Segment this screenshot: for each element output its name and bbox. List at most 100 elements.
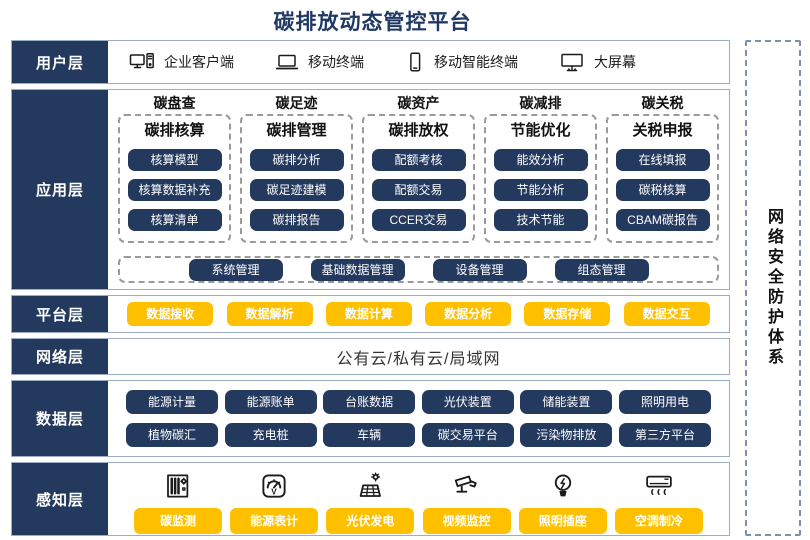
sense-item-energy-meter: V 能源表计 xyxy=(230,465,319,534)
sense-item-cctv: 视频监控 xyxy=(422,465,511,534)
group-header: 碳资产 xyxy=(397,95,440,111)
app-groups: 碳盘查 碳排核算 核算模型 核算数据补充 核算清单 碳足迹 碳排管理 碳排分析 … xyxy=(118,94,719,243)
sense-chip: 空调制冷 xyxy=(614,507,703,534)
layer-label-platform: 平台层 xyxy=(12,296,108,332)
app-layer-row: 应用层 碳盘查 碳排核算 核算模型 核算数据补充 核算清单 碳足迹 碳排管理 xyxy=(11,89,730,290)
cctv-camera-icon xyxy=(452,465,482,501)
sense-chip: 照明插座 xyxy=(518,507,607,534)
app-chip: 碳足迹建模 xyxy=(249,179,344,201)
platform-chip: 数据解析 xyxy=(226,302,313,326)
group-subheader: 关税申报 xyxy=(632,122,693,139)
app-chip: 核算清单 xyxy=(127,209,222,231)
app-group-carbon-inventory: 碳盘查 碳排核算 核算模型 核算数据补充 核算清单 xyxy=(118,94,231,243)
data-chip: 能源账单 xyxy=(224,390,317,414)
energy-meter-icon: V xyxy=(259,465,289,501)
app-group-carbon-reduction: 碳减排 节能优化 能效分析 节能分析 技术节能 xyxy=(484,94,597,243)
app-chip: 碳税核算 xyxy=(615,179,710,201)
desktop-computer-icon xyxy=(128,50,156,74)
app-chip: 在线填报 xyxy=(615,149,710,171)
platform-chip: 数据分析 xyxy=(425,302,512,326)
app-chip: 配额考核 xyxy=(371,149,466,171)
sense-item-carbon-monitor: 碳监测 xyxy=(134,465,222,534)
app-group-carbon-footprint: 碳足迹 碳排管理 碳排分析 碳足迹建模 碳排报告 xyxy=(240,94,353,243)
security-sidebar-label: 网络安全防护体系 xyxy=(765,208,782,368)
air-conditioner-icon xyxy=(644,465,674,501)
app-group-carbon-tariff: 碳关税 关税申报 在线填报 碳税核算 CBAM碳报告 xyxy=(606,94,719,243)
data-row-1: 能源计量 能源账单 台账数据 光伏装置 储能装置 照明用电 xyxy=(126,390,711,414)
user-item-label: 大屏幕 xyxy=(594,54,636,70)
app-chip: 配额交易 xyxy=(371,179,466,201)
network-layer-row: 网络层 公有云/私有云/局域网 xyxy=(11,338,730,375)
solar-panel-icon xyxy=(355,465,385,501)
layer-label-network: 网络层 xyxy=(12,339,108,374)
network-text: 公有云/私有云/局域网 xyxy=(336,350,501,368)
group-subheader: 节能优化 xyxy=(510,122,571,139)
app-chip: 能效分析 xyxy=(493,149,588,171)
app-chip: 设备管理 xyxy=(432,258,527,281)
laptop-icon xyxy=(274,50,300,74)
group-box: 碳排核算 核算模型 核算数据补充 核算清单 xyxy=(118,114,231,243)
group-subheader: 碳排放权 xyxy=(388,122,449,139)
sense-item-aircon: 空调制冷 xyxy=(614,465,703,534)
user-item-label: 企业客户端 xyxy=(164,54,234,70)
data-chip: 充电桩 xyxy=(224,423,317,447)
platform-chip: 数据存储 xyxy=(524,302,611,326)
layer-label-sensing: 感知层 xyxy=(12,463,108,535)
data-chip: 碳交易平台 xyxy=(421,423,514,447)
svg-text:V: V xyxy=(271,487,277,496)
group-subheader: 碳排管理 xyxy=(266,122,327,139)
sense-chip: 碳监测 xyxy=(134,507,222,534)
app-chip: 组态管理 xyxy=(554,258,649,281)
page-title: 碳排放动态管控平台 xyxy=(273,11,472,34)
app-chip: 基础数据管理 xyxy=(310,258,405,281)
app-chip: 碳排报告 xyxy=(249,209,344,231)
app-chip: 节能分析 xyxy=(493,179,588,201)
app-chip: 系统管理 xyxy=(188,258,283,281)
user-item-label: 移动终端 xyxy=(308,54,364,70)
group-subheader: 碳排核算 xyxy=(144,122,205,139)
platform-layer-row: 平台层 数据接收 数据解析 数据计算 数据分析 数据存储 数据交互 xyxy=(11,295,730,333)
layer-label-data: 数据层 xyxy=(12,381,108,456)
app-chip: CCER交易 xyxy=(371,209,466,231)
platform-chip: 数据交互 xyxy=(623,302,710,326)
app-chip: 核算模型 xyxy=(127,149,222,171)
app-chip: CBAM碳报告 xyxy=(615,209,710,231)
data-chip: 车辆 xyxy=(323,423,416,447)
app-chip: 核算数据补充 xyxy=(127,179,222,201)
data-chip: 照明用电 xyxy=(618,390,711,414)
group-box: 碳排管理 碳排分析 碳足迹建模 碳排报告 xyxy=(240,114,353,243)
app-common-box: 系统管理 基础数据管理 设备管理 组态管理 xyxy=(118,256,719,283)
layer-label-app: 应用层 xyxy=(12,90,108,289)
group-header: 碳盘查 xyxy=(153,95,196,111)
group-box: 关税申报 在线填报 碳税核算 CBAM碳报告 xyxy=(606,114,719,243)
data-chip: 储能装置 xyxy=(520,390,613,414)
sense-item-solar: 光伏发电 xyxy=(326,465,415,534)
data-chip: 污染物排放 xyxy=(520,423,613,447)
data-chip: 台账数据 xyxy=(323,390,416,414)
data-chip: 光伏装置 xyxy=(421,390,514,414)
app-chip: 碳排分析 xyxy=(249,149,344,171)
user-item-label: 移动智能终端 xyxy=(434,54,518,70)
carbon-monitor-icon xyxy=(163,465,193,501)
security-sidebar: 网络安全防护体系 xyxy=(745,40,801,536)
sense-item-lighting: 照明插座 xyxy=(518,465,607,534)
sense-chip: 能源表计 xyxy=(230,507,319,534)
group-header: 碳足迹 xyxy=(275,95,318,111)
platform-chip: 数据计算 xyxy=(325,302,412,326)
user-item-enterprise-client: 企业客户端 xyxy=(128,50,234,74)
group-box: 节能优化 能效分析 节能分析 技术节能 xyxy=(484,114,597,243)
app-group-carbon-asset: 碳资产 碳排放权 配额考核 配额交易 CCER交易 xyxy=(362,94,475,243)
user-layer-row: 用户层 企业客户端 xyxy=(11,40,730,84)
large-screen-icon xyxy=(558,50,586,74)
group-box: 碳排放权 配额考核 配额交易 CCER交易 xyxy=(362,114,475,243)
platform-chip: 数据接收 xyxy=(127,302,214,326)
user-item-mobile-terminal: 移动终端 xyxy=(274,50,364,74)
sense-chip: 视频监控 xyxy=(422,507,511,534)
user-item-smart-mobile-terminal: 移动智能终端 xyxy=(404,50,518,74)
smartphone-icon xyxy=(404,50,426,74)
layer-label-user: 用户层 xyxy=(12,41,108,83)
data-chip: 第三方平台 xyxy=(618,423,711,447)
light-bulb-icon xyxy=(548,465,578,501)
data-row-2: 植物碳汇 充电桩 车辆 碳交易平台 污染物排放 第三方平台 xyxy=(126,423,711,447)
